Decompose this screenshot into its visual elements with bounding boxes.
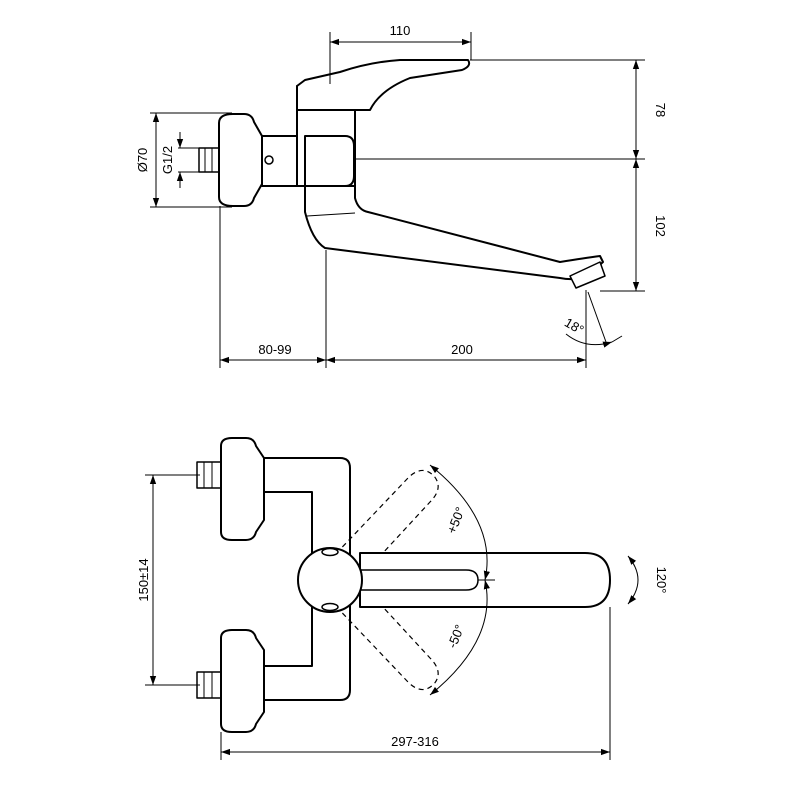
- upper-wall-rosette: [220, 437, 265, 541]
- cartridge-cap: [304, 135, 355, 187]
- wall-rosette: [218, 113, 263, 207]
- set-screw: [264, 155, 274, 165]
- dim-thread: G1/2: [160, 146, 175, 174]
- dim-297-316: 297-316: [391, 734, 439, 749]
- dim-200: 200: [451, 342, 473, 357]
- lever-cap: [297, 547, 363, 613]
- lever-handle: [296, 59, 471, 111]
- lever-slot: [355, 569, 479, 591]
- lever-position-plus-50: [329, 469, 439, 581]
- lever-position-minus-50: [329, 579, 439, 691]
- angle-plus-50: +50°: [444, 505, 468, 536]
- lower-arm: [263, 599, 351, 701]
- cap-marker-top: [321, 547, 339, 557]
- upper-thread-connector: [196, 461, 222, 489]
- dim-18-degrees: 18°: [562, 315, 587, 338]
- spout: [304, 185, 604, 281]
- angle-minus-50: -50°: [444, 622, 467, 650]
- dim-78: 78: [653, 103, 668, 117]
- dim-102: 102: [653, 215, 668, 237]
- upper-arm: [263, 457, 351, 561]
- dim-80-99: 80-99: [258, 342, 291, 357]
- aerator: [569, 261, 606, 289]
- dim-110: 110: [390, 23, 411, 38]
- dim-diameter: Ø70: [135, 148, 150, 173]
- cap-marker-bottom: [321, 602, 339, 612]
- lower-thread-connector: [196, 671, 222, 699]
- side-view: 110 78 102 Ø70 G1/2 80-99 200 18°: [135, 23, 668, 368]
- dim-150-14: 150±14: [136, 558, 151, 601]
- thread-connector: [198, 147, 220, 173]
- lower-wall-rosette: [220, 629, 265, 733]
- angle-rotation-120: 120°: [654, 567, 669, 594]
- front-view: +50° -50° 120° 150±14 297-316: [136, 437, 669, 760]
